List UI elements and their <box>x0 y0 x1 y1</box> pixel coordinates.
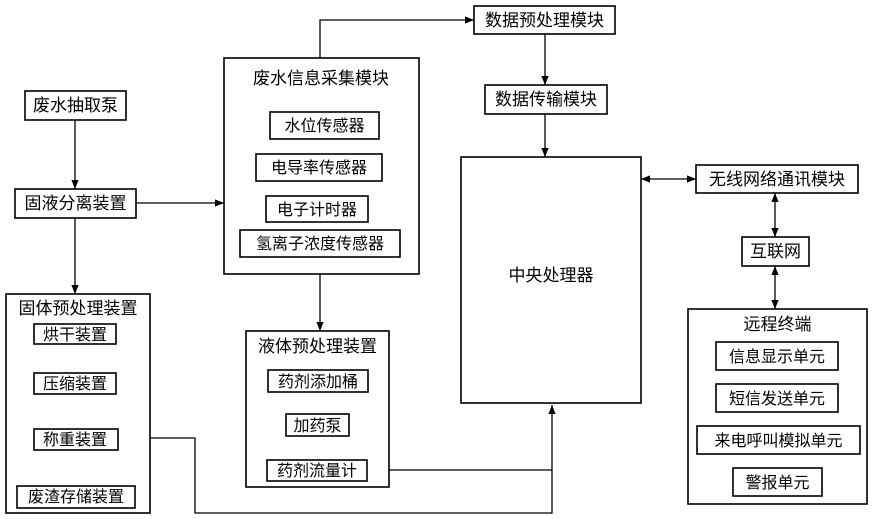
data-preprocess-label: 数据预处理模块 <box>485 11 604 31</box>
remote-terminal-title: 远程终端 <box>744 315 812 335</box>
central-processor-box <box>460 156 642 404</box>
dryer-box <box>33 323 117 345</box>
alarm-box <box>732 467 823 497</box>
connectors <box>71 16 779 514</box>
waste-pump-box <box>24 90 127 121</box>
dosing-pump-box <box>285 413 350 437</box>
water-level-sensor-box <box>269 111 380 140</box>
alarm-label: 警报单元 <box>745 473 809 492</box>
sms-send-label: 短信发送单元 <box>729 389 825 408</box>
waste-storage-label: 废渣存储装置 <box>28 487 124 506</box>
call-simulation-label: 来电呼叫模拟单元 <box>714 431 842 450</box>
solid-liquid-separator-box <box>14 188 137 219</box>
weigher-box <box>33 428 119 451</box>
dosing-pump-label: 加药泵 <box>293 416 341 435</box>
electronic-timer-label: 电子计时器 <box>277 200 357 219</box>
waste-storage-box <box>16 485 136 509</box>
flow-meter-label: 药剂流量计 <box>277 461 357 480</box>
conductivity-sensor-label: 电导率传感器 <box>271 158 367 177</box>
info-collection-module-title: 废水信息采集模块 <box>253 69 389 89</box>
solid-liquid-separator-label: 固液分离装置 <box>25 194 127 214</box>
water-level-sensor-label: 水位传感器 <box>284 116 364 135</box>
central-processor-label: 中央处理器 <box>509 266 594 286</box>
hydrogen-ion-sensor-box <box>239 229 401 258</box>
sms-send-box <box>715 383 839 413</box>
call-simulation-box <box>696 425 861 455</box>
solid-pretreatment-container <box>5 293 151 514</box>
edge-weigher-to-cpu <box>118 405 556 514</box>
weigher-label: 称重装置 <box>43 430 107 449</box>
data-preprocess-box <box>473 5 616 35</box>
internet-box <box>741 236 810 267</box>
solid-pretreatment-title: 固体预处理装置 <box>19 299 138 319</box>
edge-info-to-preprocess <box>319 16 474 58</box>
waste-pump-label: 废水抽取泵 <box>33 96 118 116</box>
compressor-box <box>33 372 117 395</box>
flow-meter-box <box>266 459 368 482</box>
wireless-module-label: 无线网络通讯模块 <box>709 170 845 190</box>
agent-tank-box <box>267 369 369 393</box>
agent-tank-label: 药剂添加桶 <box>278 372 358 391</box>
info-display-box <box>715 341 839 371</box>
internet-label: 互联网 <box>750 242 801 262</box>
wireless-module-box <box>695 164 859 194</box>
electronic-timer-box <box>265 195 369 223</box>
dryer-label: 烘干装置 <box>43 325 107 344</box>
compressor-label: 压缩装置 <box>43 374 107 393</box>
conductivity-sensor-box <box>255 153 383 182</box>
data-transmission-box <box>484 84 608 115</box>
info-display-label: 信息显示单元 <box>729 347 825 366</box>
liquid-pretreatment-title: 液体预处理装置 <box>258 337 377 357</box>
data-transmission-label: 数据传输模块 <box>495 90 597 110</box>
hydrogen-ion-sensor-label: 氢离子浓度传感器 <box>256 234 384 253</box>
